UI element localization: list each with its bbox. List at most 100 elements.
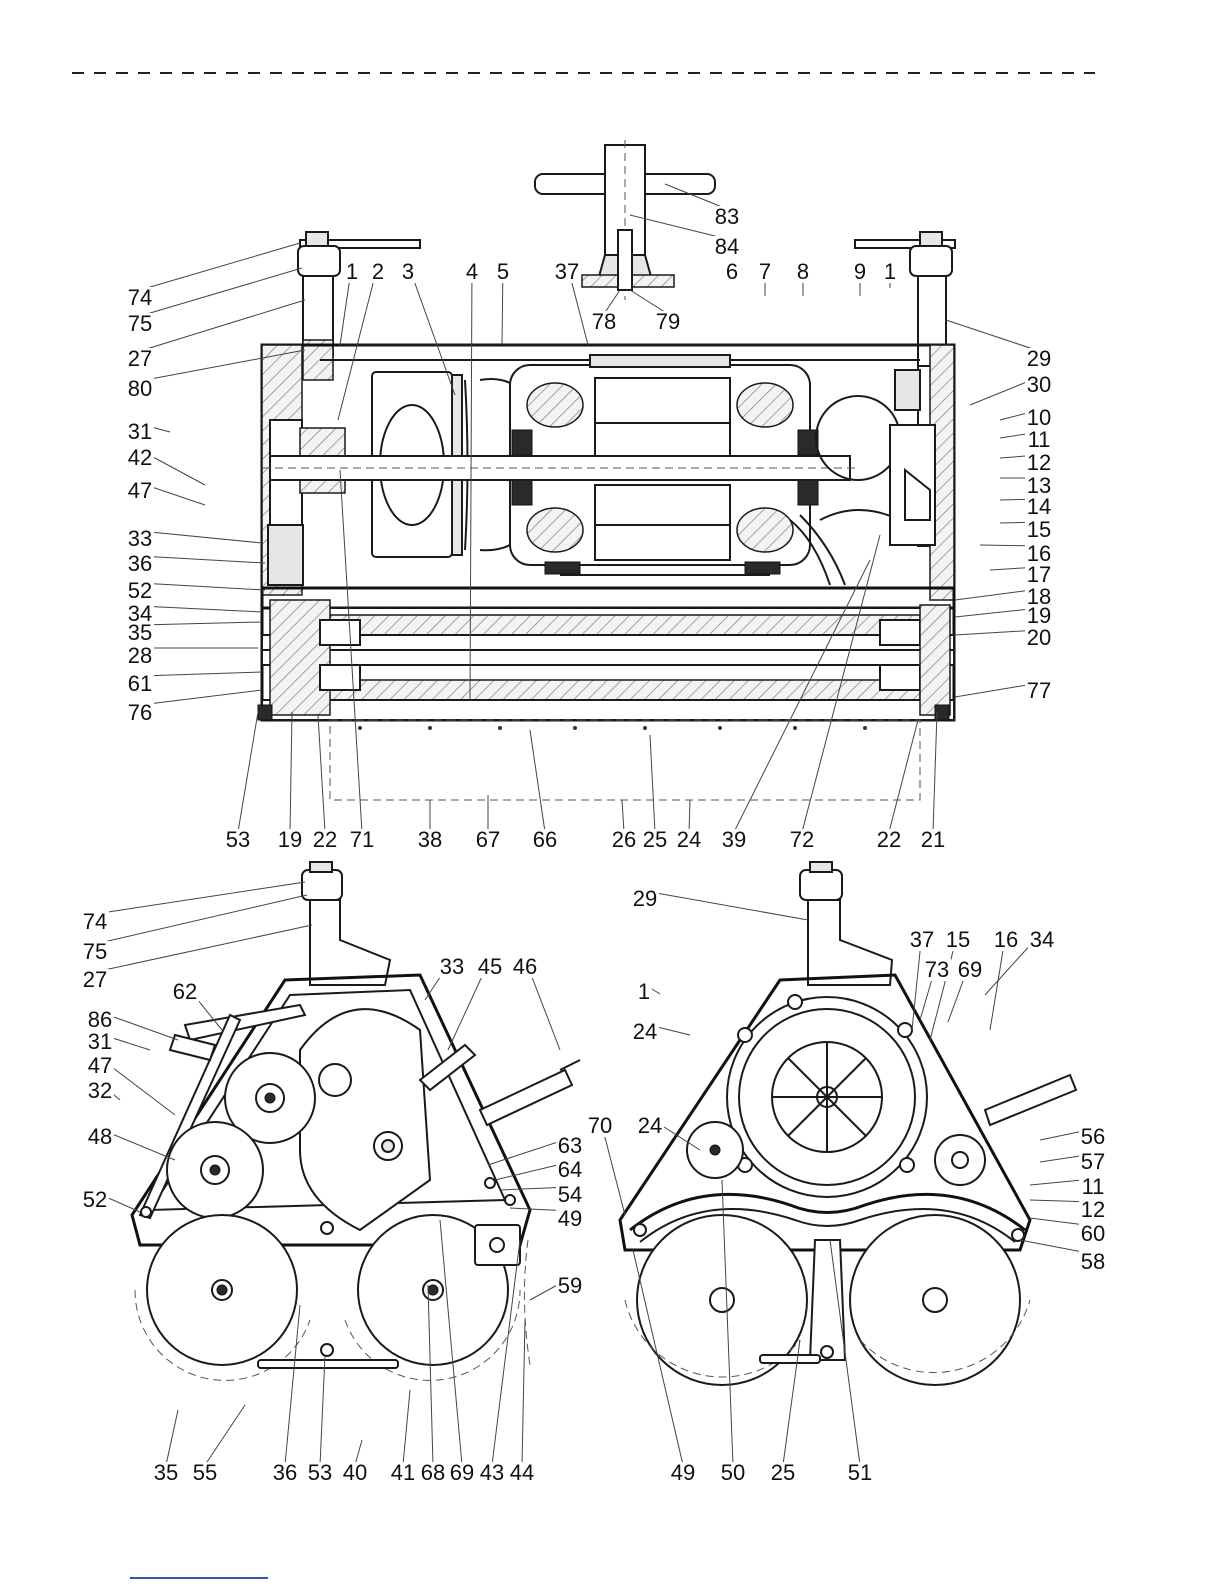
callout-number: 56: [1081, 1124, 1105, 1149]
callout-bg: [1025, 429, 1053, 451]
callout-number: 32: [88, 1078, 112, 1103]
callout-bg: [992, 929, 1020, 951]
callout-bg: [81, 941, 109, 963]
callout-bg: [416, 829, 444, 851]
callout-number: 77: [1027, 678, 1051, 703]
side-view-left: [130, 861, 581, 1381]
callout-leader: [945, 319, 1040, 352]
callout-bg: [126, 528, 154, 550]
callout-number: 37: [555, 259, 579, 284]
callout-bg: [919, 829, 947, 851]
callout-number: 75: [83, 939, 107, 964]
callout-bg: [370, 261, 386, 283]
callout-number: 58: [1081, 1249, 1105, 1274]
callout-bg: [724, 261, 740, 283]
callout-number: 75: [128, 311, 152, 336]
callout-leader: [319, 1354, 326, 1466]
side-view-right: [618, 861, 1078, 1386]
callout-leader: [664, 183, 728, 210]
callout-number: 83: [715, 204, 739, 229]
callout-number: 22: [313, 827, 337, 852]
callout-bg: [1025, 496, 1053, 518]
callout-number: 33: [440, 954, 464, 979]
callout-leader: [629, 214, 728, 240]
callout-number: 48: [88, 1124, 112, 1149]
callout-bg: [438, 956, 466, 978]
callout-leader: [139, 605, 263, 613]
callout-leader: [801, 534, 881, 833]
callout-number: 35: [154, 1460, 178, 1485]
callout-number: 21: [921, 827, 945, 852]
callout-number: 55: [193, 1460, 217, 1485]
callout-number: 38: [418, 827, 442, 852]
callout-bg: [344, 261, 360, 283]
callout-bg: [478, 1462, 506, 1484]
callout-number: 25: [643, 827, 667, 852]
callout-number: 57: [1081, 1149, 1105, 1174]
callout-number: 80: [128, 376, 152, 401]
callout-number: 31: [88, 1029, 112, 1054]
callout-number: 20: [1027, 625, 1051, 650]
callout-number: 63: [558, 1133, 582, 1158]
callout-number: 67: [476, 827, 500, 852]
callout-number: 36: [273, 1460, 297, 1485]
callout-bg: [86, 1126, 114, 1148]
callout-bg: [669, 1462, 697, 1484]
callout-number: 15: [946, 927, 970, 952]
t-handle-key: [534, 140, 716, 300]
callout-bg: [126, 673, 154, 695]
callout-leader: [94, 924, 313, 973]
callout-number: 78: [592, 309, 616, 334]
callout-number: 39: [722, 827, 746, 852]
callout-bg: [81, 1189, 109, 1211]
callout-number: 40: [343, 1460, 367, 1485]
callout-bg: [126, 553, 154, 575]
callout-leader: [139, 267, 303, 317]
roller-assembly: [257, 586, 956, 801]
callout-number: 25: [771, 1460, 795, 1485]
callout-bg: [126, 348, 154, 370]
callout-number: 35: [128, 620, 152, 645]
callout-number: 71: [350, 827, 374, 852]
callout-bg: [788, 829, 816, 851]
callout-leader: [469, 263, 473, 701]
callout-bg: [511, 956, 539, 978]
callout-leader: [337, 263, 379, 421]
callout-leader: [317, 714, 326, 833]
callout-leader: [644, 890, 809, 921]
callout-bg: [474, 829, 502, 851]
callout-bg: [1079, 1251, 1107, 1273]
callout-number: 10: [1027, 405, 1051, 430]
callout-bg: [713, 206, 741, 228]
callout-leader: [94, 881, 306, 915]
callout-number: 3: [402, 259, 414, 284]
callout-bg: [276, 829, 304, 851]
callout-number: 53: [226, 827, 250, 852]
callout-bg: [590, 311, 618, 333]
callout-number: 24: [677, 827, 701, 852]
callout-bg: [152, 1462, 180, 1484]
cam-plate: [299, 1008, 432, 1232]
callout-leader: [354, 1439, 363, 1466]
callout-number: 53: [308, 1460, 332, 1485]
callout-number: 73: [925, 957, 949, 982]
callout-number: 14: [1027, 494, 1051, 519]
callout-bg: [224, 829, 252, 851]
callout-bg: [556, 1159, 584, 1181]
callout-leader: [529, 729, 546, 833]
callout-leader: [932, 711, 938, 833]
callout-bg: [311, 829, 339, 851]
callout-number: 34: [1030, 927, 1054, 952]
callout-number: 17: [1027, 562, 1051, 587]
callout-bg: [1079, 1223, 1107, 1245]
callout-bg: [191, 1462, 219, 1484]
callout-bg: [641, 829, 669, 851]
callout-bg: [944, 929, 972, 951]
callout-bg: [126, 645, 154, 667]
callout-leader: [139, 671, 263, 677]
callout-number: 37: [910, 927, 934, 952]
callout-bg: [1025, 605, 1053, 627]
callout-number: 18: [1027, 584, 1051, 609]
callout-number: 15: [1027, 517, 1051, 542]
